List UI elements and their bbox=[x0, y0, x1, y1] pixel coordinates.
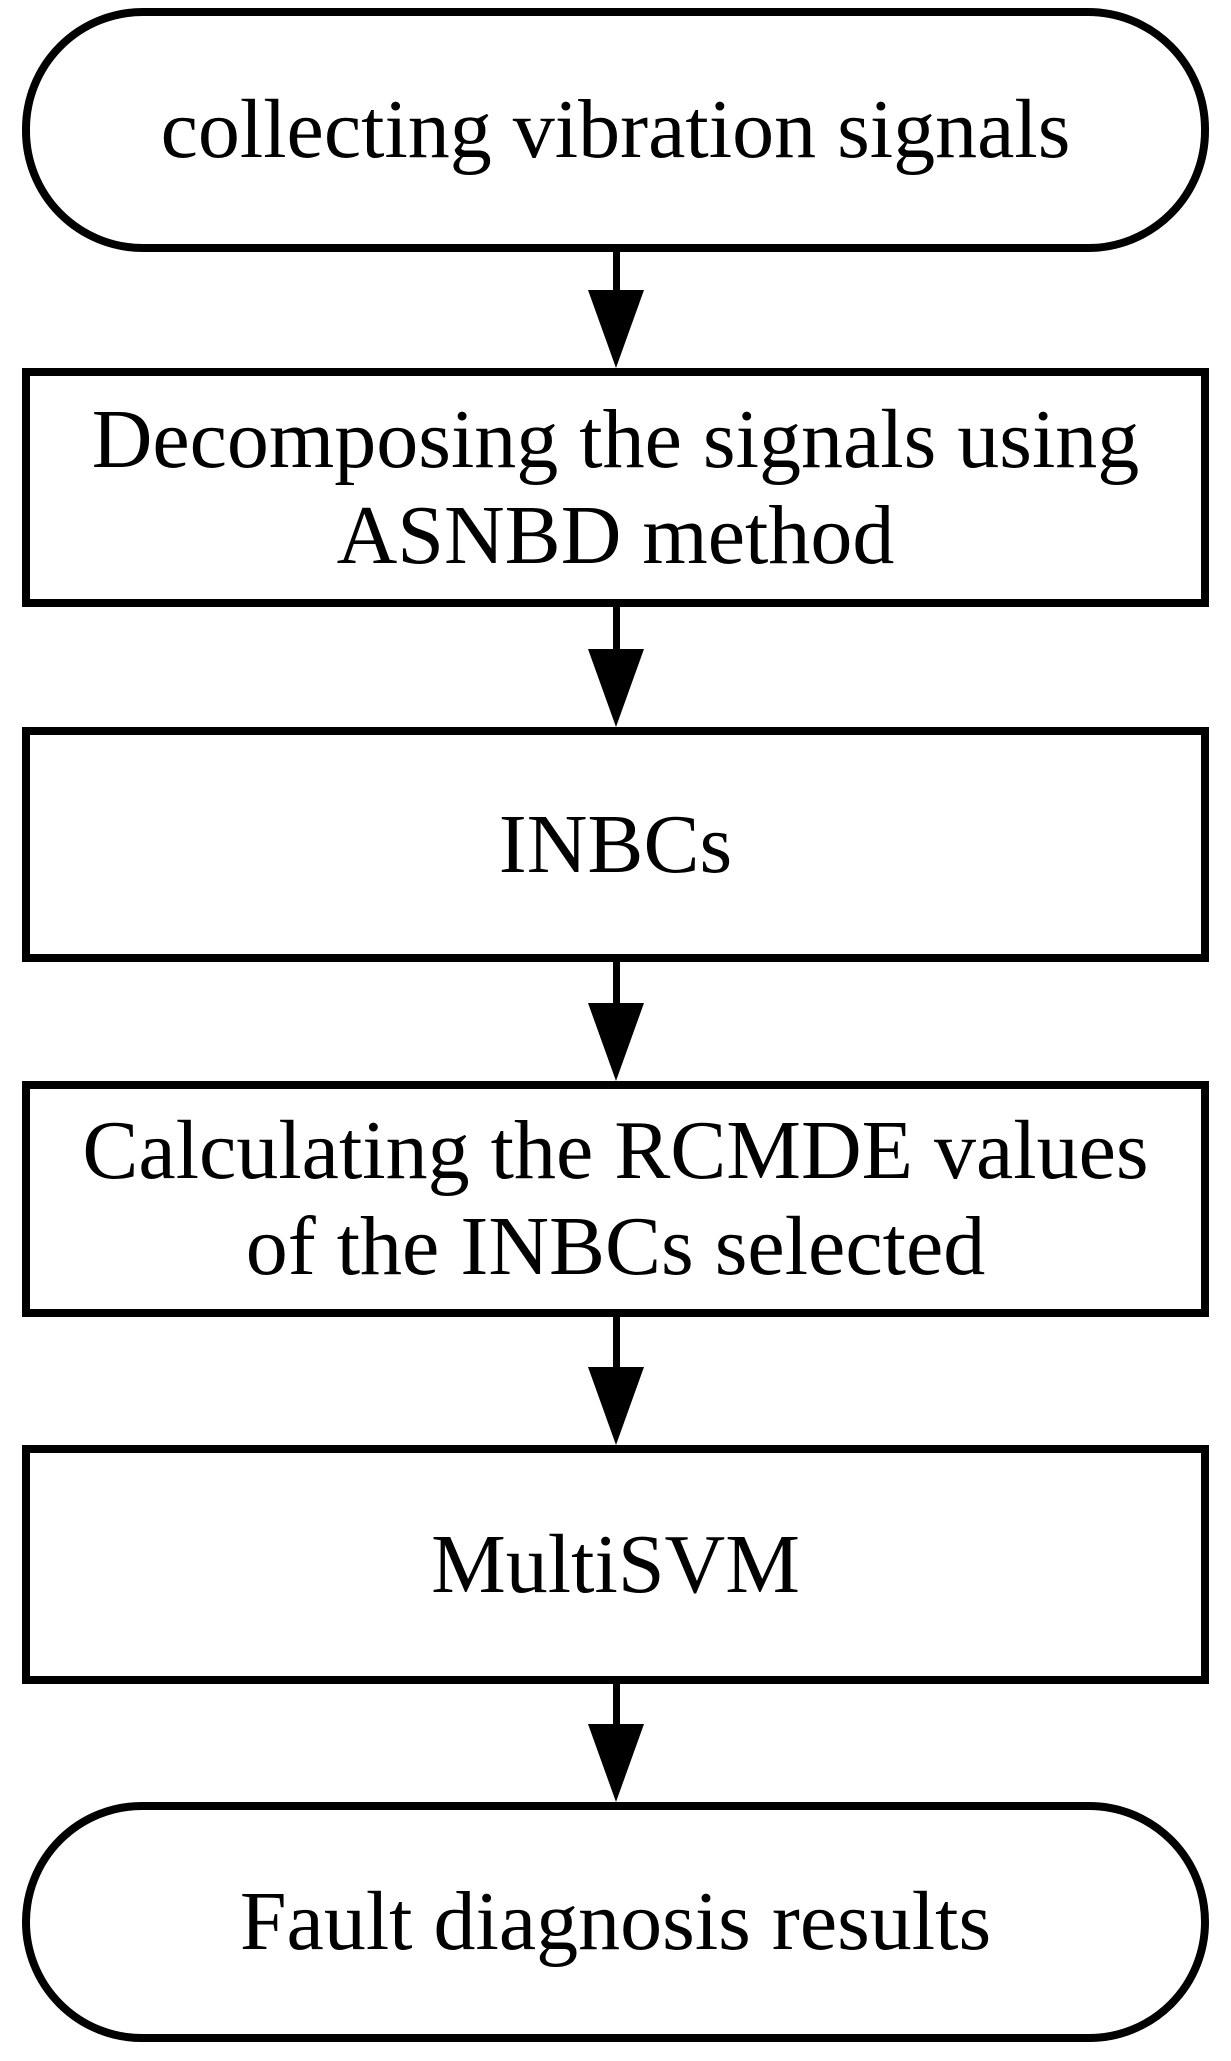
arrow-shaft bbox=[612, 252, 620, 290]
node-label: Fault diagnosis results bbox=[239, 1875, 992, 1968]
node-label-line-1: Decomposing the signals using bbox=[91, 392, 1140, 486]
flow-arrow-rcmde-to-multisvm bbox=[588, 1317, 644, 1445]
node-collecting-vibration-signals: collecting vibration signals bbox=[22, 8, 1209, 252]
arrowhead-down-icon bbox=[588, 1724, 644, 1802]
arrowhead-down-icon bbox=[588, 1367, 644, 1445]
arrowhead-down-icon bbox=[588, 649, 644, 727]
node-label-line-2: ASNBD method bbox=[336, 488, 895, 582]
node-multisvm: MultiSVM bbox=[22, 1445, 1209, 1684]
node-fault-diagnosis-results: Fault diagnosis results bbox=[22, 1802, 1209, 2042]
flow-arrow-multisvm-to-result bbox=[588, 1684, 644, 1802]
node-label-line-2: of the INBCs selected bbox=[245, 1200, 986, 1293]
node-label: collecting vibration signals bbox=[160, 83, 1071, 176]
arrow-shaft bbox=[612, 1684, 620, 1724]
arrow-shaft bbox=[612, 1317, 620, 1367]
arrow-shaft bbox=[612, 607, 620, 649]
flow-arrow-collect-to-decompose bbox=[588, 252, 644, 368]
node-decomposing-signals-asnbd: Decomposing the signals using ASNBD meth… bbox=[22, 368, 1209, 607]
node-label-line-1: Calculating the RCMDE values bbox=[82, 1104, 1149, 1197]
flow-arrow-inbcs-to-rcmde bbox=[588, 962, 644, 1081]
arrowhead-down-icon bbox=[588, 1003, 644, 1081]
node-label: MultiSVM bbox=[431, 1517, 800, 1611]
arrowhead-down-icon bbox=[588, 290, 644, 368]
node-label: INBCs bbox=[498, 797, 733, 891]
node-inbcs: INBCs bbox=[22, 727, 1209, 962]
flow-arrow-decompose-to-inbcs bbox=[588, 607, 644, 727]
node-calculating-rcmde-values: Calculating the RCMDE values of the INBC… bbox=[22, 1081, 1209, 1317]
arrow-shaft bbox=[612, 962, 620, 1003]
